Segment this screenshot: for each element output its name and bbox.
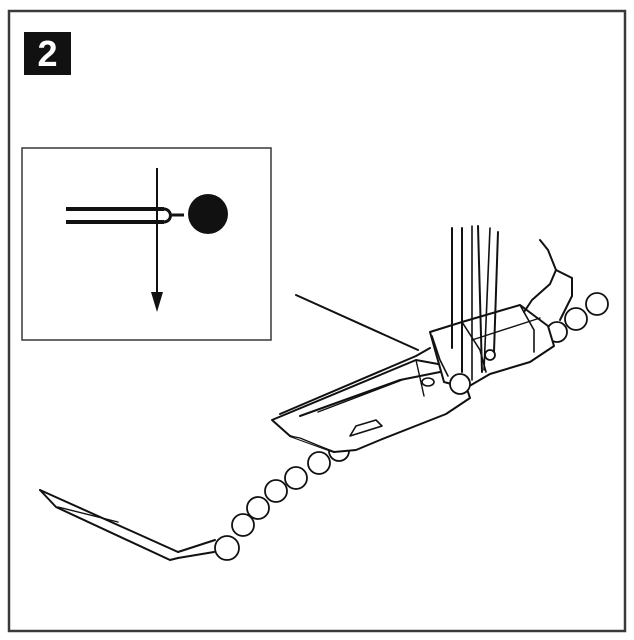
step-number-badge: 2 xyxy=(24,32,71,75)
thread xyxy=(295,294,419,351)
needle xyxy=(451,225,499,381)
needle-position-inset xyxy=(21,147,272,341)
needle-position-icon xyxy=(66,194,228,234)
inset-frame xyxy=(21,147,272,341)
arrow-down-icon xyxy=(151,168,163,312)
presser-foot xyxy=(271,347,471,453)
presser-foot-drawing xyxy=(39,225,609,561)
foot-toe xyxy=(523,239,573,321)
bead-dot xyxy=(188,194,228,234)
fabric xyxy=(39,489,216,561)
figure-border xyxy=(7,9,627,633)
bead-row xyxy=(214,292,609,561)
